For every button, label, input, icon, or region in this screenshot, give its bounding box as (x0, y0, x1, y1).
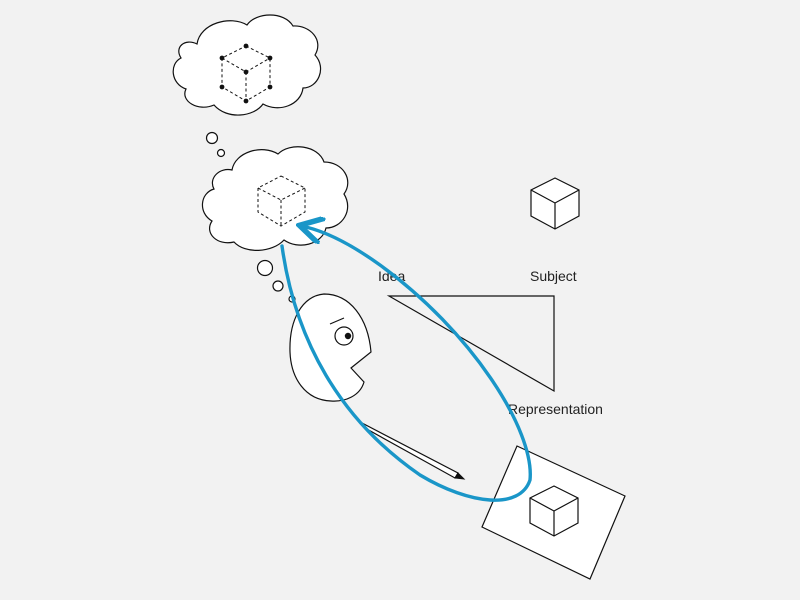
cube-icon (530, 177, 580, 230)
cycle-arrow (280, 227, 532, 502)
thought-bubble (216, 148, 226, 158)
relation-triangle (386, 295, 555, 393)
head-profile-icon (289, 293, 372, 402)
thought-bubble (272, 280, 284, 292)
thought-cloud-icon (172, 14, 322, 116)
label-subject: Subject (530, 268, 577, 284)
label-representation: Representation (508, 401, 603, 417)
cube-icon (219, 43, 273, 104)
pupil (344, 332, 352, 340)
thought-cloud-top (172, 14, 322, 116)
cube-icon (257, 175, 306, 227)
paper-sheet (481, 445, 626, 580)
thought-bubble (205, 131, 219, 145)
eye (334, 326, 354, 346)
subject-cube (530, 177, 580, 230)
cube-icon (529, 485, 579, 537)
thought-bubble (256, 259, 274, 277)
